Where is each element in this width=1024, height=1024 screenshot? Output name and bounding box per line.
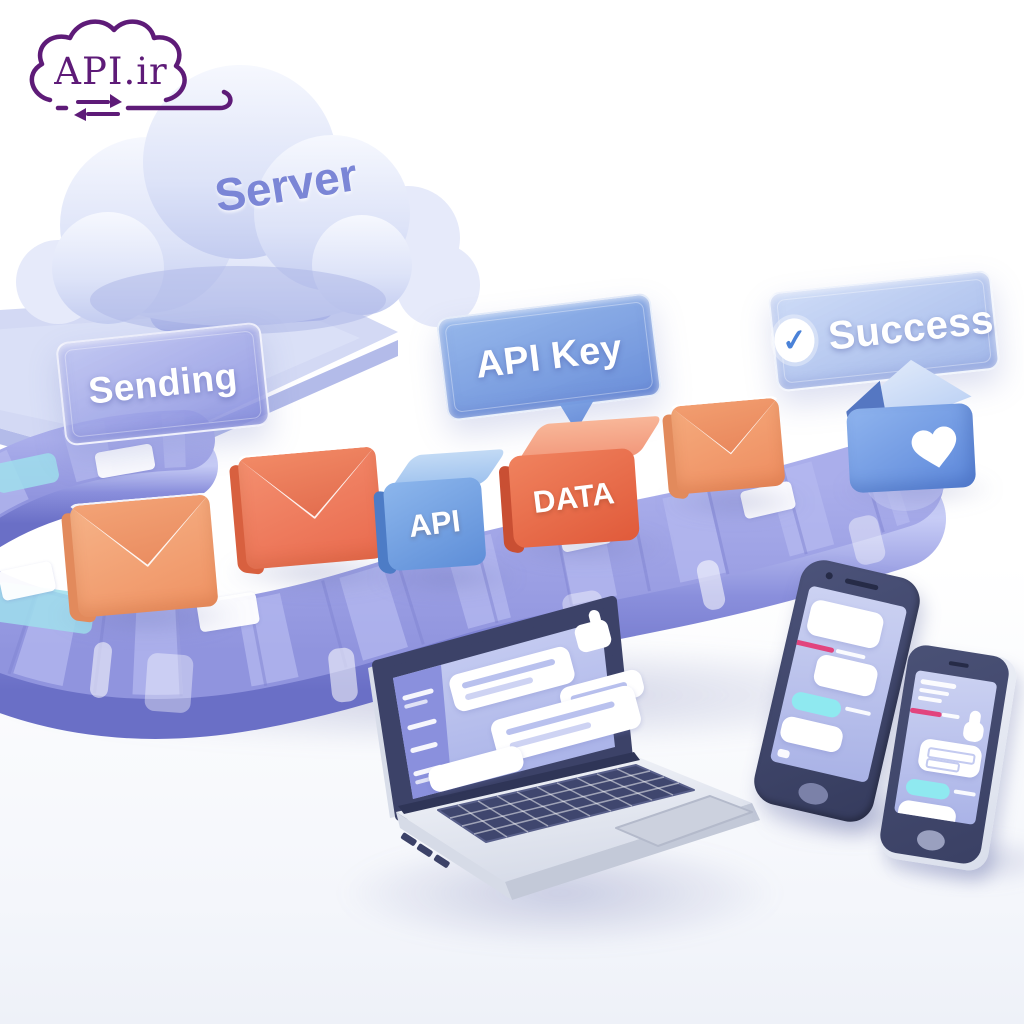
- accent-line: [794, 639, 835, 654]
- phone-home-button: [796, 780, 831, 808]
- chat-line: [844, 706, 872, 717]
- brand-name: API.ir: [54, 50, 168, 93]
- laptop-trackpad: [615, 795, 753, 847]
- phone-speaker: [844, 578, 879, 591]
- phone-speaker: [948, 660, 969, 669]
- chat-line: [917, 695, 943, 704]
- thumbs-up-icon: [961, 720, 985, 744]
- laptop-hinge: [398, 752, 640, 814]
- transfer-arrows-icon: [74, 94, 122, 121]
- chat-line: [953, 789, 976, 797]
- chat-line: [941, 712, 960, 720]
- chat-line: [919, 687, 950, 697]
- delivered-envelope-box: [842, 357, 981, 496]
- laptop-body: [368, 596, 760, 900]
- brand-logo: [29, 19, 233, 121]
- chat-bubble-cyan: [904, 777, 951, 801]
- belt-tiles: [0, 440, 911, 695]
- cloud-outline-icon: [29, 19, 233, 111]
- chat-bubble: [805, 598, 886, 651]
- chat-bubble: [916, 737, 984, 779]
- chat-bubble: [895, 798, 958, 826]
- server-cloud: [52, 65, 412, 334]
- phone-screen: [893, 669, 998, 826]
- accent-line: [909, 707, 943, 718]
- laptop-keyboard: [437, 764, 695, 843]
- heart-icon: [911, 426, 957, 468]
- chat-bubble: [778, 714, 845, 755]
- chat-dot: [776, 748, 791, 759]
- chat-bubble: [811, 652, 880, 699]
- box-front: [846, 402, 977, 494]
- belt-stub: [0, 410, 218, 548]
- phone-camera: [825, 571, 834, 580]
- phone-home-button: [915, 828, 947, 853]
- chat-bubble-cyan: [790, 690, 843, 720]
